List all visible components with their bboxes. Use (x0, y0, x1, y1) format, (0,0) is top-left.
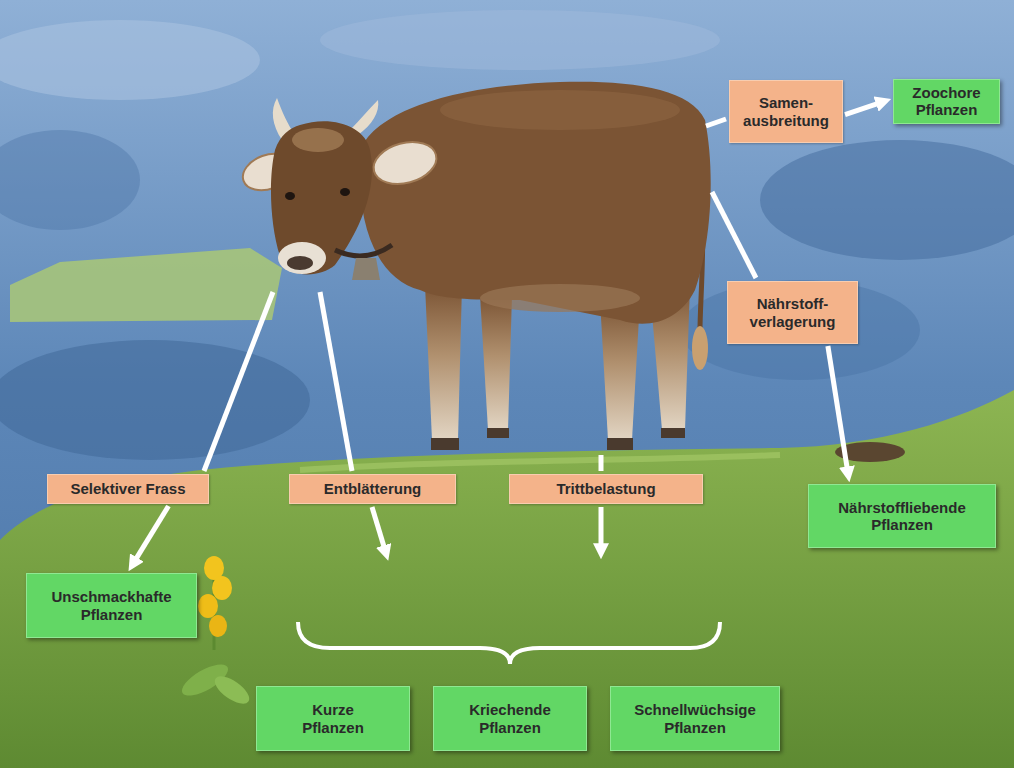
box-label: Zoochore Pflanzen (900, 84, 993, 119)
mountain-background-part (760, 140, 1014, 260)
cow-part (278, 242, 326, 274)
cow-part (352, 258, 380, 280)
box-label: Selektiver Frass (70, 480, 185, 497)
mountain-background-part (320, 10, 720, 70)
gentian-flower-part (198, 594, 218, 618)
meadow-ground (0, 390, 1014, 768)
cow-part (480, 284, 640, 312)
effect-box: Selektiver Frass (47, 474, 209, 504)
plant-group-box: Unschmackhafte Pflanzen (26, 573, 197, 638)
cow-part (692, 326, 708, 370)
mountain-background-part (0, 20, 260, 100)
leader-lines-part (320, 292, 352, 471)
effect-arrow (134, 506, 168, 562)
cow-part (335, 245, 392, 256)
plant-group-box: Zoochore Pflanzen (893, 79, 1000, 124)
cow (238, 82, 711, 450)
mountain-background-part (680, 280, 920, 380)
leader-lines-part (706, 119, 726, 126)
cow-part (359, 82, 710, 324)
leader-lines-part (372, 507, 385, 550)
leader-lines-part (599, 455, 604, 471)
cow-part (440, 90, 680, 130)
leader-lines-part (599, 507, 604, 548)
group-bracket (298, 622, 720, 664)
plant-group-box: Kriechende Pflanzen (433, 686, 587, 751)
box-label: Schnellwüchsige Pflanzen (630, 701, 760, 736)
meadow-ground-part (300, 455, 780, 470)
plant-group-box: Kurze Pflanzen (256, 686, 410, 751)
leader-lines-part (712, 192, 756, 278)
box-label: Trittbelastung (556, 480, 655, 497)
cow-part (285, 192, 295, 200)
cow-part (661, 428, 685, 438)
box-label: Samen- ausbreitung (736, 94, 836, 129)
plant-group-box: Schnellwüchsige Pflanzen (610, 686, 780, 751)
effect-box: Trittbelastung (509, 474, 703, 504)
cow-part (425, 285, 462, 440)
effect-arrow (845, 103, 881, 115)
meadow-ground-part (0, 390, 1014, 768)
cow-part (480, 295, 512, 430)
cow-part (431, 438, 459, 450)
mountain-background-part (0, 340, 310, 460)
box-label: Kriechende Pflanzen (460, 701, 560, 736)
cow-part (292, 128, 344, 152)
leader-lines (204, 119, 756, 550)
gentian-flower-part (212, 576, 232, 600)
gentian-flower-part (210, 671, 253, 709)
leader-lines-part (204, 292, 273, 471)
box-label: Nährstoff- verlagerung (734, 295, 851, 330)
cow-part (287, 256, 313, 270)
cow-part (607, 438, 633, 450)
cow-part (271, 121, 372, 274)
box-label: Unschmackhafte Pflanzen (33, 588, 190, 623)
cow-part (487, 428, 509, 438)
plant-group-box: Nährstoffliebende Pflanzen (808, 484, 996, 548)
effect-arrow (828, 346, 848, 471)
cow-part (369, 135, 441, 190)
box-label: Kurze Pflanzen (283, 701, 383, 736)
mountain-background-part (0, 130, 140, 230)
mountain-background-part (10, 248, 282, 322)
effect-box: Nährstoff- verlagerung (727, 281, 858, 344)
box-label: Entblätterung (324, 480, 422, 497)
cow-part (340, 188, 350, 196)
gentian-flower-part (209, 615, 227, 637)
effect-box: Entblätterung (289, 474, 456, 504)
effect-box: Samen- ausbreitung (729, 80, 843, 143)
box-label: Nährstoffliebende Pflanzen (815, 499, 989, 534)
